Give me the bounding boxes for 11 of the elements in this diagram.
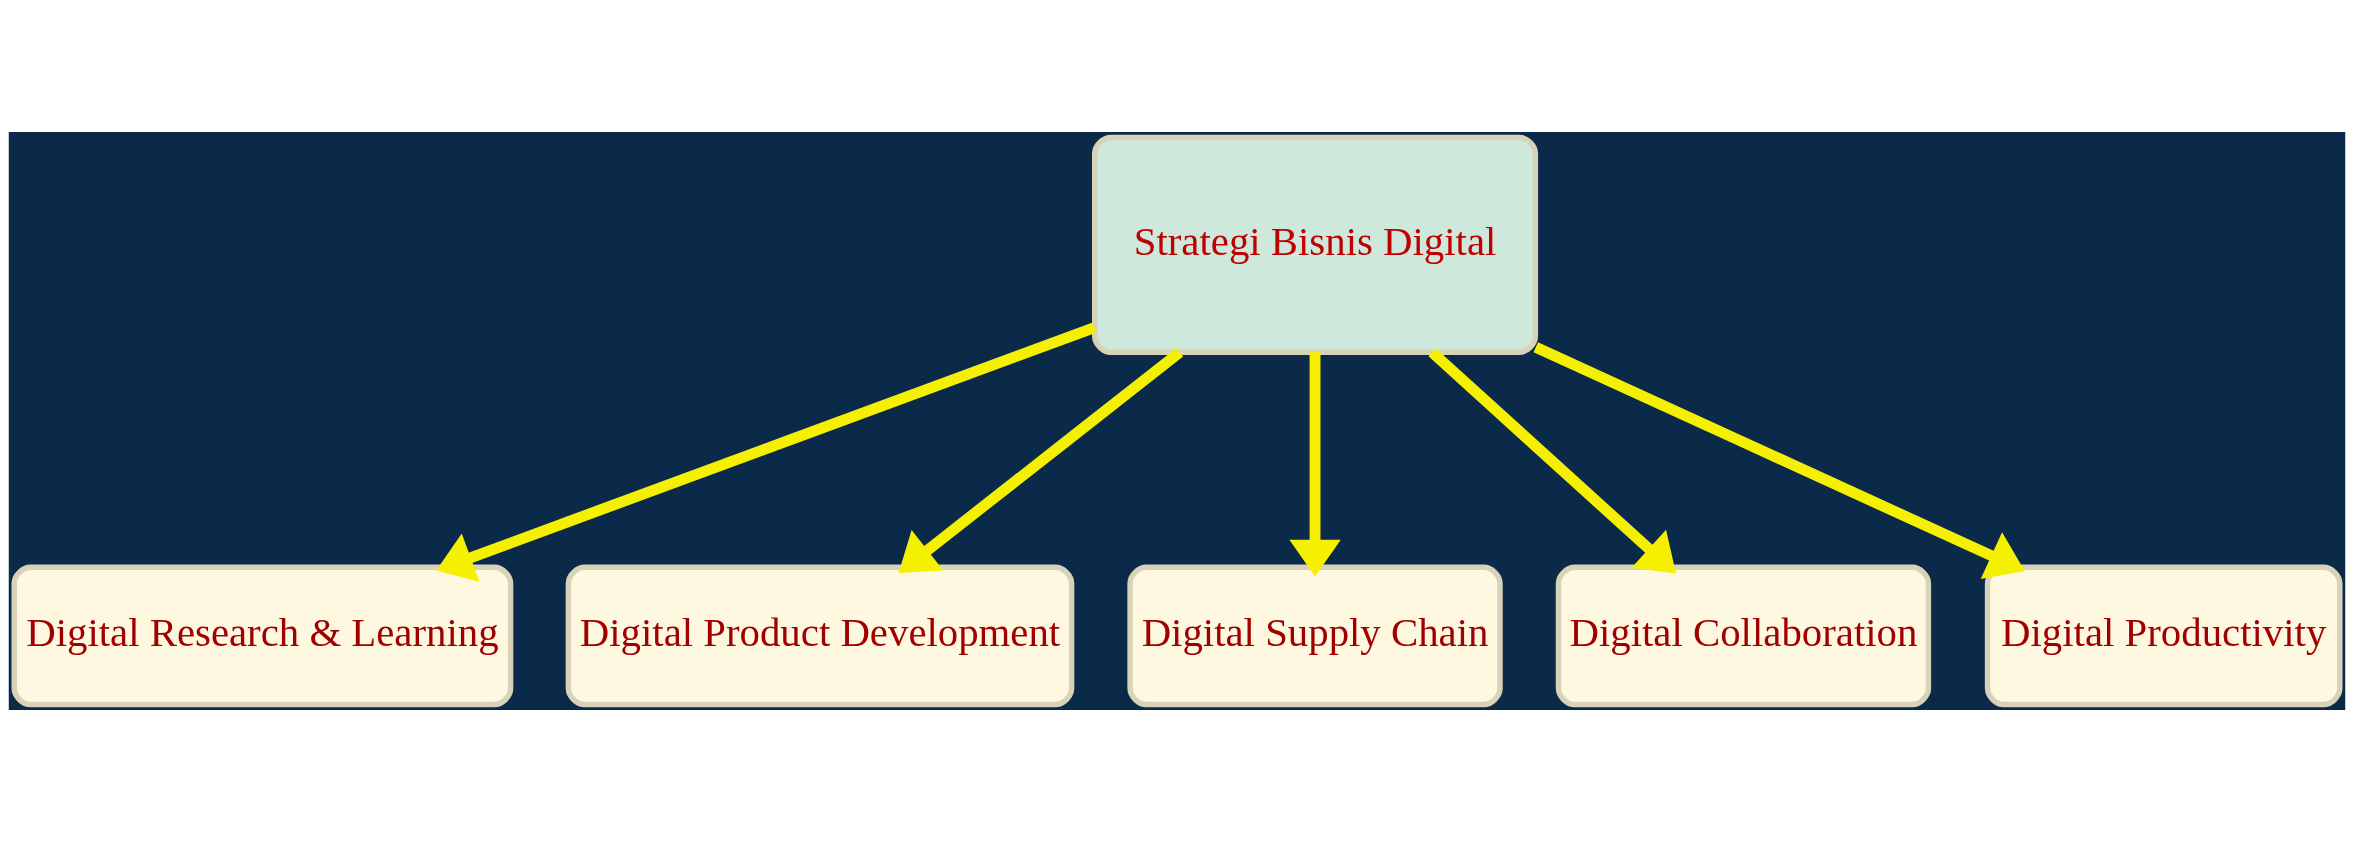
node-box: Digital Collaboration: [1555, 564, 1932, 708]
node-box: Strategi Bisnis Digital: [1092, 134, 1539, 356]
node-box: Digital Research & Learning: [11, 564, 514, 708]
arrow: [1289, 352, 1341, 577]
node-box: Digital Supply Chain: [1127, 564, 1503, 708]
node-box: Digital Productivity: [1984, 564, 2343, 708]
arrow: [1533, 342, 2025, 580]
arrow: [898, 348, 1184, 573]
node-box: Digital Product Development: [565, 564, 1075, 708]
arrow: [1428, 348, 1676, 574]
arrow: [436, 322, 1097, 582]
